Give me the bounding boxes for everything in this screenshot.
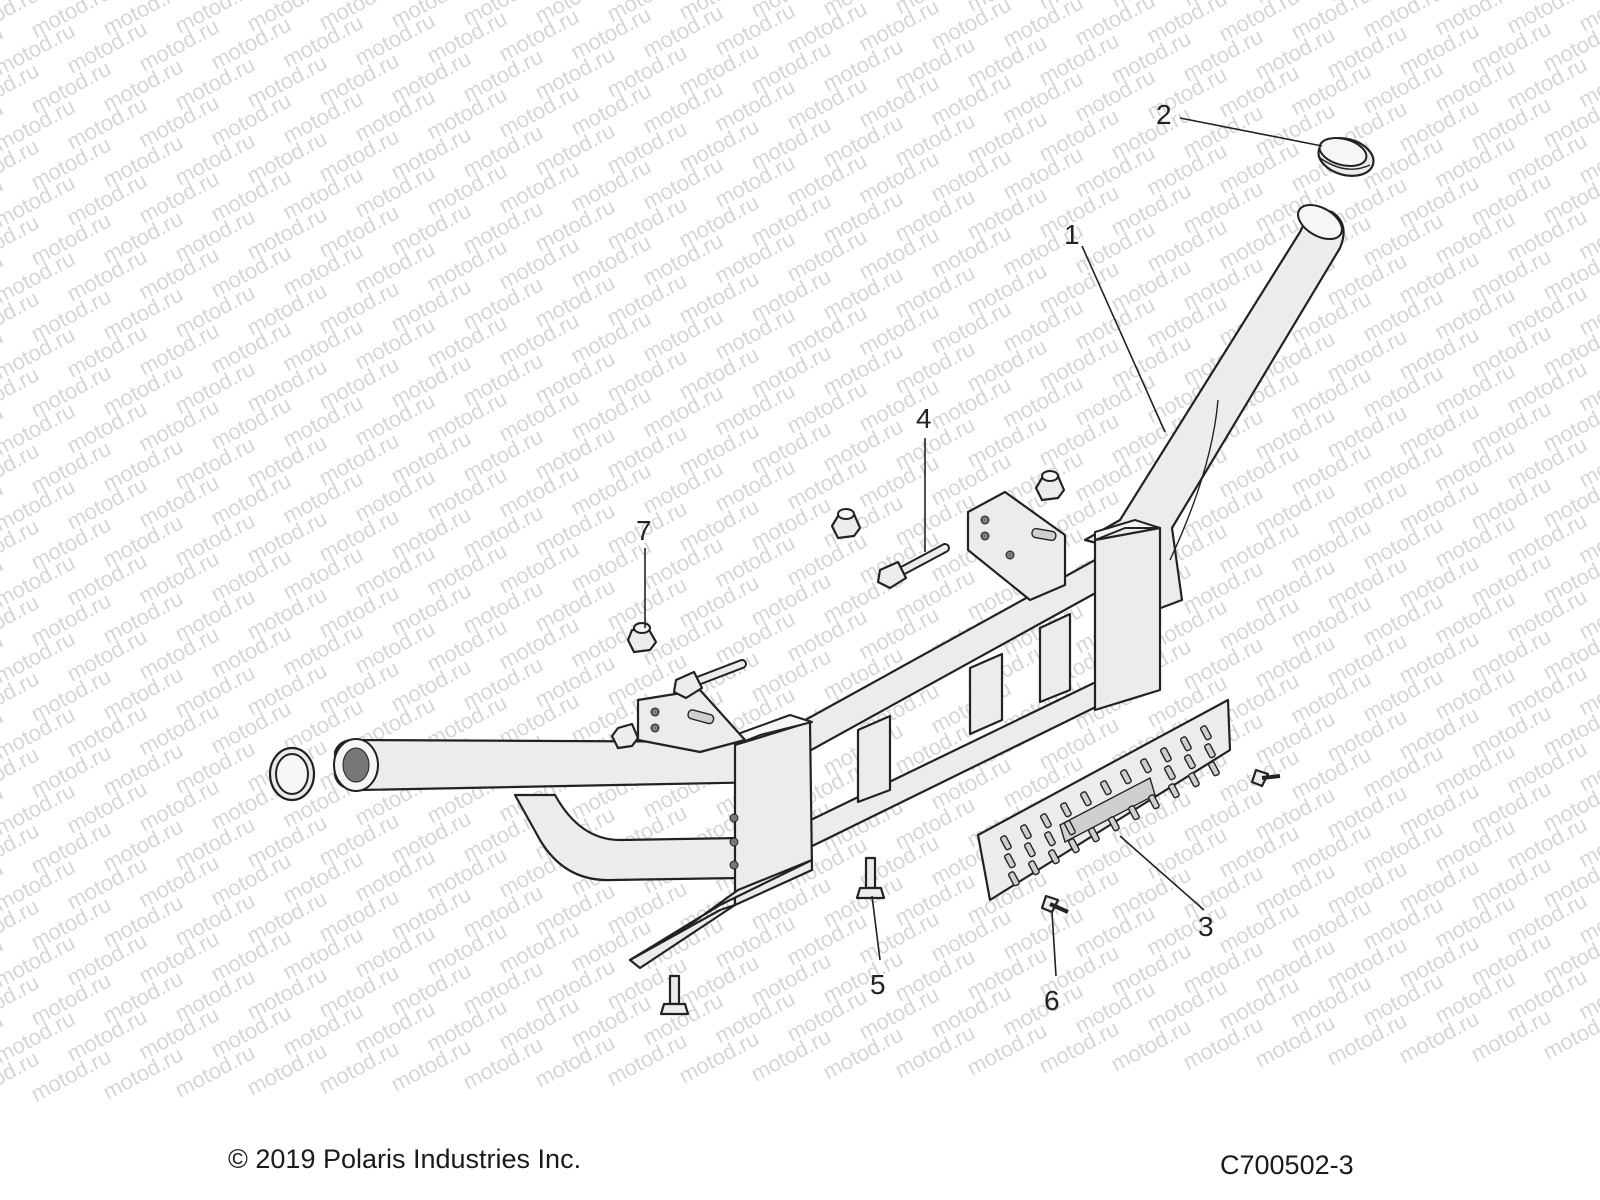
grille-slot [1008, 871, 1020, 887]
grille-slot [1140, 758, 1152, 774]
grille-slot [1044, 831, 1056, 847]
part-4-bolt-upper [876, 543, 950, 590]
grille-slot [1048, 849, 1060, 865]
grille-slot [1148, 794, 1160, 810]
part-4-bolt-lower [672, 659, 747, 700]
callout-6: 6 [1044, 985, 1060, 1016]
grille-slot [1184, 754, 1196, 770]
callout-2: 2 [1156, 99, 1172, 130]
grille-slot [1068, 838, 1080, 854]
part-5-bolt-1 [855, 856, 886, 900]
grille-slot [1128, 805, 1140, 821]
grille-slot [1168, 783, 1180, 799]
callout-1: 1 [1064, 219, 1080, 250]
grille-slot [1200, 725, 1212, 741]
grille-slot [1120, 769, 1132, 785]
grille-slot [1024, 842, 1036, 858]
callout-labels: 1 2 3 4 5 6 7 [636, 99, 1214, 1016]
drawing-code: C700502-3 [1220, 1150, 1354, 1180]
part-2-end-cap-right [1317, 136, 1375, 177]
part-1-front-bumper [333, 203, 1345, 970]
grille-slot [1204, 743, 1216, 759]
grille-slot [1060, 802, 1072, 818]
grille-slot [1164, 765, 1176, 781]
callout-5: 5 [870, 969, 886, 1000]
grille-slot [1188, 772, 1200, 788]
grille-slot [1180, 736, 1192, 752]
grille-slot [1040, 813, 1052, 829]
part-6-screw-2 [1250, 768, 1281, 788]
part-7-nut-3 [1034, 470, 1066, 502]
grille-slots [1000, 725, 1220, 887]
grille-slot [1028, 860, 1040, 876]
grille-slot [1208, 761, 1220, 777]
part-3-grille-plate [976, 698, 1232, 902]
callout-3: 3 [1198, 911, 1214, 942]
grille-slot [1080, 791, 1092, 807]
part-5-bolt-2 [659, 974, 690, 1016]
part-2-end-cap-left [268, 746, 316, 802]
part-7-nut-2 [830, 508, 862, 540]
grille-slot [1100, 780, 1112, 796]
callout-7: 7 [636, 515, 652, 546]
part-7-nut-4 [610, 722, 640, 750]
grille-slot [1020, 824, 1032, 840]
callout-4: 4 [916, 403, 932, 434]
grille-slot [1108, 816, 1120, 832]
copyright-text: © 2019 Polaris Industries Inc. [228, 1144, 581, 1174]
grille-slot [1064, 820, 1076, 836]
grille-slot [1000, 835, 1012, 851]
grille-slot [1004, 853, 1016, 869]
grille-slot [1160, 747, 1172, 763]
grille-slot [1088, 827, 1100, 843]
part-7-nut-1 [626, 622, 658, 654]
leader-lines [644, 117, 1323, 977]
